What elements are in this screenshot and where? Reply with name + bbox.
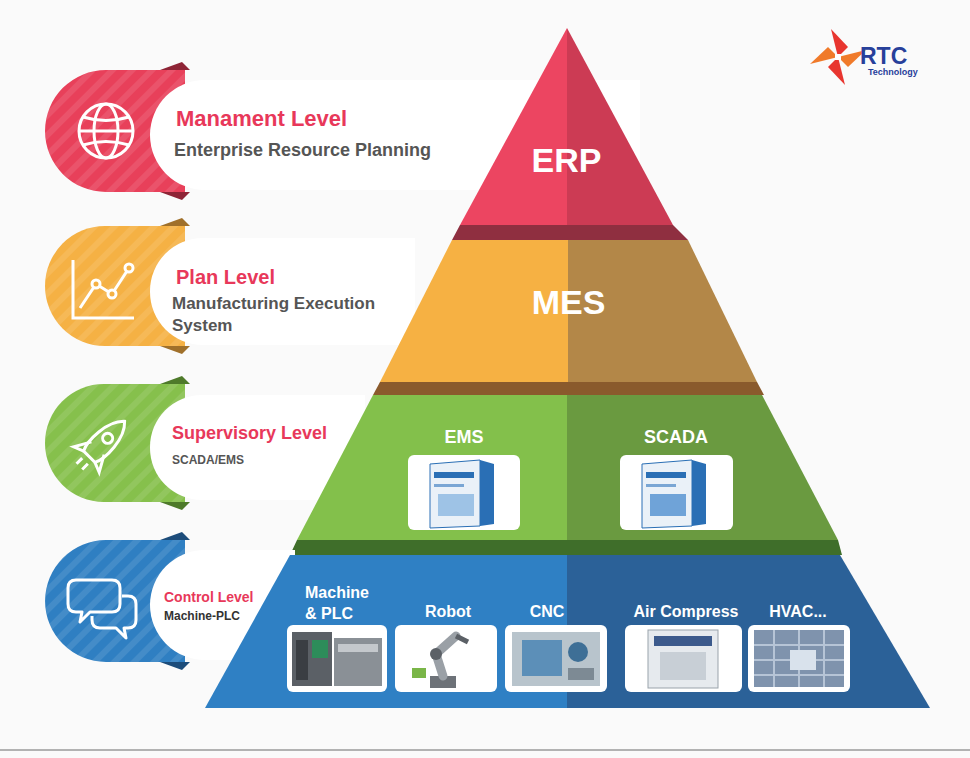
tier-shape — [297, 395, 838, 540]
pill-fold — [160, 192, 190, 200]
software-box-card — [408, 455, 520, 530]
pill-fold — [160, 532, 190, 540]
tier-half — [297, 395, 567, 540]
bottom-rule — [0, 749, 970, 751]
tier-shadow — [290, 540, 842, 555]
device-label: CNC — [497, 602, 597, 621]
logo-star — [810, 29, 866, 85]
device-label: Robot — [398, 602, 498, 621]
tier-half — [460, 28, 567, 225]
level-box: Plan LevelManufacturing Execution System — [150, 238, 415, 345]
level-title: Supervisory Level — [172, 423, 362, 445]
device-label: Air Compress — [611, 602, 761, 621]
tier-half — [205, 555, 567, 708]
pill-fold — [160, 662, 190, 670]
pill-fold — [160, 218, 190, 226]
device-label: HVAC... — [748, 602, 848, 621]
system-label: EMS — [414, 427, 514, 449]
logo-wordmark: RTC — [860, 43, 950, 71]
plc-photo — [287, 625, 387, 692]
tier-shadow — [452, 225, 688, 240]
pill-fold — [160, 502, 190, 510]
tier-label: ERP — [460, 140, 673, 181]
logo-tagline: Technology — [868, 67, 958, 78]
tier-shadow — [373, 382, 764, 395]
robot-photo — [395, 625, 497, 692]
tier-label: MES — [380, 282, 757, 323]
level-subtitle: Manufacturing Execution System — [172, 293, 412, 337]
device-label: Machine & PLC — [305, 583, 380, 625]
level-subtitle: SCADA/EMS — [172, 453, 362, 467]
pill-fold — [160, 376, 190, 384]
tier-half — [567, 555, 930, 708]
tier-half — [567, 28, 673, 225]
air-compressor-photo — [625, 625, 742, 692]
tier-shape — [460, 28, 673, 225]
system-label: SCADA — [626, 427, 726, 449]
pyramid-tier: Machine & PLC RobotCNC Air CompressHVAC... — [205, 555, 930, 708]
pill-fold — [160, 62, 190, 70]
cnc-photo — [505, 625, 607, 692]
pyramid-tier: ERP — [460, 28, 673, 225]
level-title: Plan Level — [176, 265, 406, 289]
software-box-card — [620, 455, 733, 530]
pyramid-tier: MES — [380, 240, 757, 382]
pill-fold — [160, 346, 190, 354]
chart-icon — [73, 260, 134, 318]
tier-shape — [205, 555, 930, 708]
pyramid-tier: EMS SCADA — [297, 395, 838, 540]
chat-icon — [68, 580, 136, 638]
tier-half — [567, 395, 838, 540]
rocket-icon — [67, 409, 138, 480]
hvac-photo — [748, 625, 850, 692]
globe-icon — [79, 104, 133, 158]
